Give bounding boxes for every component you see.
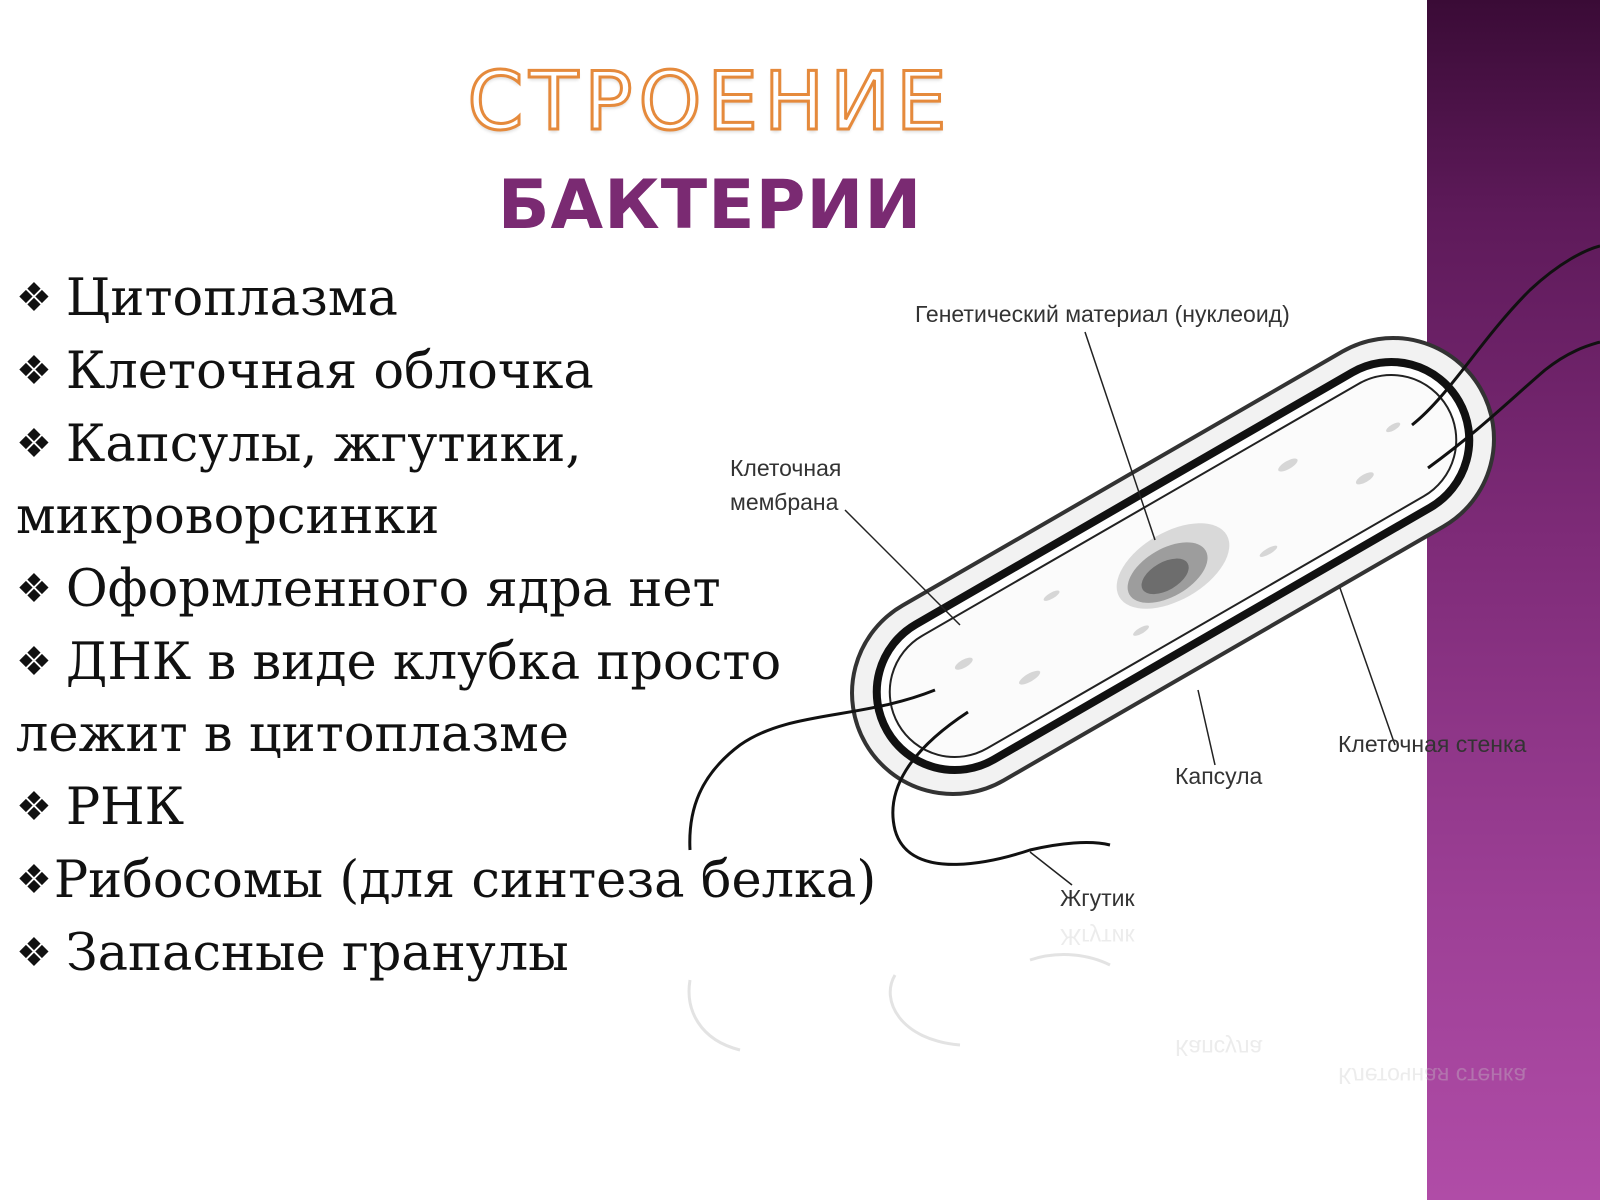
diamond-bullet-icon: ❖ [16,639,52,685]
diamond-bullet-icon: ❖ [16,348,52,394]
label-capsule: Капсула [1175,763,1263,789]
label-cell-wall: Клеточная стенка [1338,731,1527,757]
diamond-bullet-icon: ❖ [16,930,52,976]
list-item-ribosomes: ❖Рибосомы (для синтеза белка) [16,844,936,917]
list-item-capsules-continued: микроворсинки [16,481,936,553]
list-item-cytoplasm: ❖ Цитоплазма [16,262,936,335]
list-item-no-nucleus: ❖ Оформленного ядра нет [16,553,936,626]
leader-lines [844,331,1396,886]
list-item-text: лежит в цитоплазме [16,705,570,764]
list-item-text: микроворсинки [16,487,440,546]
diamond-bullet-icon: ❖ [16,275,52,321]
list-item-dna: ❖ ДНК в виде клубка просто [16,626,936,699]
decorative-side-band [1427,0,1600,1200]
slide-subtitle: БАКТЕРИИ [497,166,923,245]
list-item-cell-envelope: ❖ Клеточная облочка [16,335,936,408]
reflection-label-cell-wall: Клеточная стенка [1338,1063,1527,1089]
label-membrane-line1: Клеточная [730,455,841,481]
diamond-bullet-icon: ❖ [16,857,52,903]
label-nucleoid: Генетический материал (нуклеоид) [915,301,1290,327]
list-item-capsules: ❖ Капсулы, жгутики, [16,408,936,481]
list-item-text: Цитоплазма [65,269,398,328]
slide-title: СТРОЕНИЕ [466,55,953,148]
diamond-bullet-icon: ❖ [16,784,52,830]
list-item-text: Оформленного ядра нет [65,560,721,619]
list-item-text: ДНК в виде клубка просто [65,633,782,692]
cytoplasm-granules [954,422,1401,685]
list-item-text: РНК [65,778,185,837]
diamond-bullet-icon: ❖ [16,566,52,612]
bullet-list: ❖ Цитоплазма ❖ Клеточная облочка ❖ Капсулы,… [16,262,936,990]
list-item-text: Клеточная облочка [65,342,594,401]
list-item-text: Запасные гранулы [65,924,569,983]
label-flagellum: Жгутик [1060,885,1136,911]
label-membrane-line2: мембрана [730,489,839,515]
bacterium-body [850,336,1496,796]
flagella [688,244,1600,866]
list-item-storage-granules: ❖ Запасные гранулы [16,917,936,990]
list-item-text: Рибосомы (для синтеза белка) [53,851,877,910]
reflection-label-capsule: Капсула [1175,1035,1263,1061]
reflection-label-flagellum: Жгутик [1060,924,1136,950]
diamond-bullet-icon: ❖ [16,421,52,467]
nucleoid-shape [1116,523,1230,609]
list-item-text: Капсулы, жгутики, [65,415,582,474]
list-item-dna-continued: лежит в цитоплазме [16,699,936,771]
diagram-reflection: Жгутик Капсула Клеточная стенка [687,924,1527,1089]
cell-membrane-shape [888,374,1458,758]
list-item-rna: ❖ РНК [16,771,936,844]
